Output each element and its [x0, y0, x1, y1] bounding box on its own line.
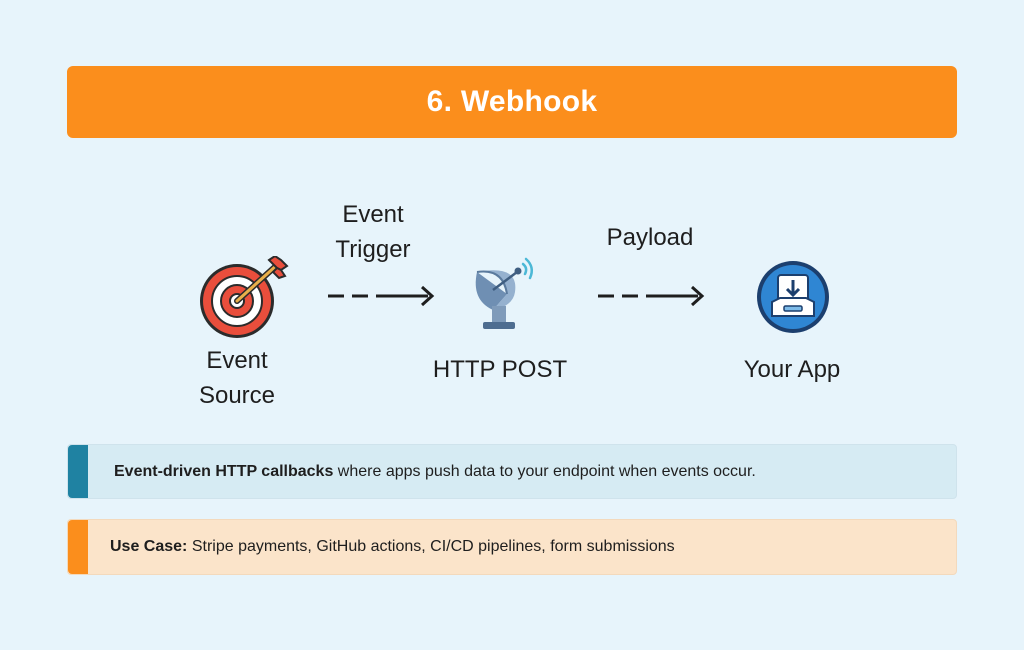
dashed-arrow-2	[598, 285, 705, 307]
description-bold: Event-driven HTTP callbacks	[114, 462, 334, 480]
node-label-your-app: Your App	[743, 356, 841, 383]
description-accent-bar	[68, 445, 88, 498]
target-dart-icon	[200, 256, 289, 338]
node-label-event-source: Event Source	[198, 347, 276, 409]
inbox-download-icon	[757, 261, 829, 333]
satellite-dish-icon	[475, 257, 534, 329]
use-case-box: Use Case: Stripe payments, GitHub action…	[67, 519, 957, 575]
dashed-arrow-1	[328, 285, 435, 307]
use-case-accent-bar	[68, 520, 88, 574]
use-case-text: Use Case: Stripe payments, GitHub action…	[110, 538, 675, 556]
edge-label-payload: Payload	[606, 224, 694, 251]
title-bar: 6. Webhook	[67, 66, 957, 138]
edge-label-event-trigger: Event Trigger	[335, 201, 411, 263]
use-case-bold: Use Case:	[110, 538, 188, 555]
description-rest: where apps push data to your endpoint wh…	[333, 462, 756, 480]
description-box: Event-driven HTTP callbacks where apps p…	[67, 444, 957, 499]
description-text: Event-driven HTTP callbacks where apps p…	[114, 463, 756, 481]
node-label-http-post: HTTP POST	[432, 356, 568, 383]
page-title: 6. Webhook	[426, 85, 598, 118]
use-case-rest: Stripe payments, GitHub actions, CI/CD p…	[187, 538, 675, 555]
